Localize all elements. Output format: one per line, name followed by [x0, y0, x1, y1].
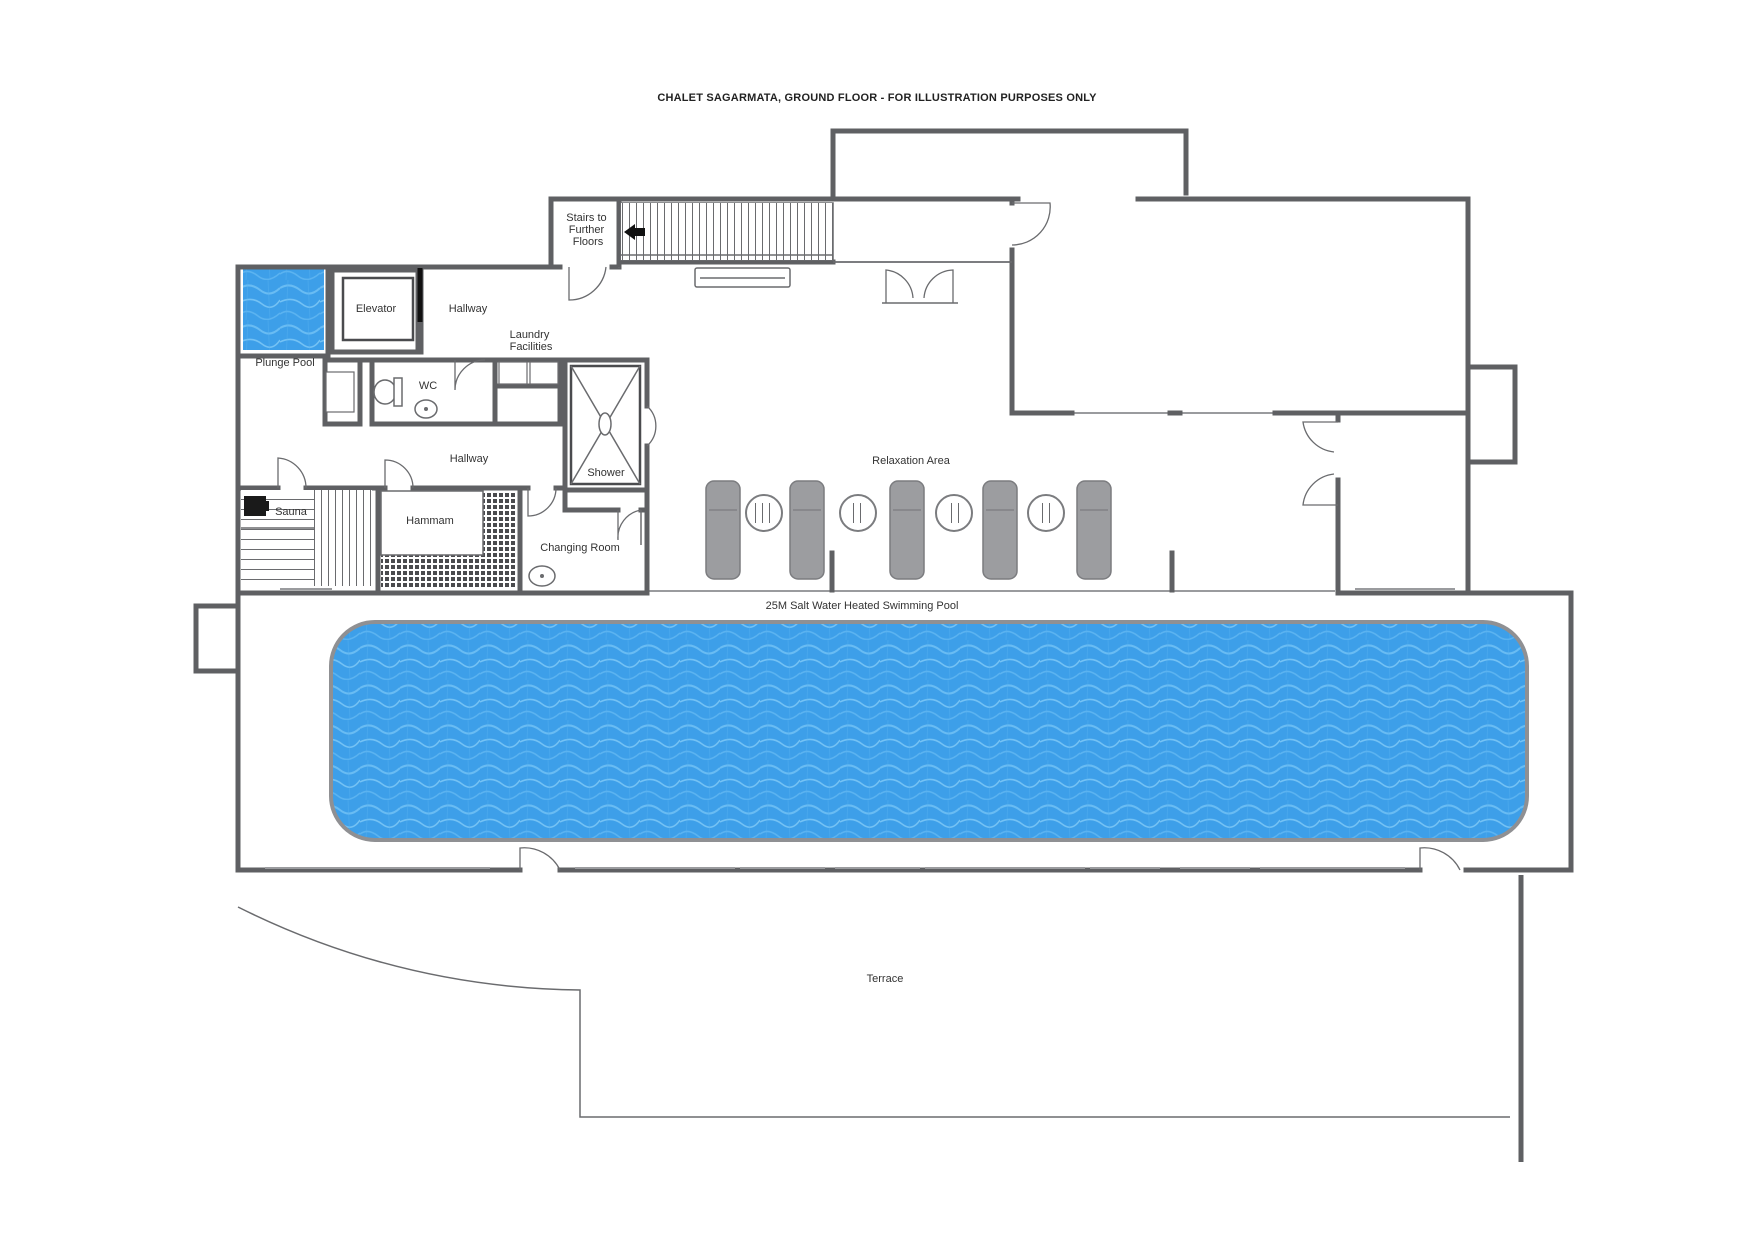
label-relaxation: Relaxation Area — [872, 455, 951, 467]
label-swimming-pool: 25M Salt Water Heated Swimming Pool — [766, 600, 959, 612]
elevator-car — [341, 276, 415, 342]
hammam-corridor-door — [384, 459, 414, 489]
label-hallway-lower: Hallway — [450, 453, 489, 465]
sun-lounger — [705, 480, 741, 580]
shower-room-door — [646, 405, 657, 447]
sun-lounger — [789, 480, 825, 580]
sauna-corridor-door — [277, 457, 307, 489]
laundry-machine — [529, 361, 559, 385]
label-terrace: Terrace — [867, 973, 904, 985]
pool-door-left — [519, 847, 561, 871]
double-door-upper — [885, 269, 954, 303]
wing-door — [1011, 202, 1051, 246]
label-changing: Changing Room — [540, 542, 620, 554]
pool-door-right — [1419, 847, 1461, 871]
changing-side-door — [617, 509, 642, 541]
label-hallway-upper: Hallway — [449, 303, 488, 315]
terrace-outline — [237, 875, 1524, 1162]
changing-door — [527, 487, 557, 517]
toilet-icon — [373, 379, 397, 405]
label-wc: WC — [419, 380, 437, 392]
shower-drain-icon — [598, 412, 612, 436]
sun-lounger — [1076, 480, 1112, 580]
hammam-tiles — [381, 555, 517, 587]
sauna-stove-icon — [244, 496, 266, 516]
laundry-machine — [498, 361, 528, 385]
sun-lounger — [982, 480, 1018, 580]
label-hammam: Hammam — [406, 515, 454, 527]
label-elevator: Elevator — [356, 303, 397, 315]
label-shower: Shower — [587, 467, 625, 479]
plan-title: CHALET SAGARMATA, GROUND FLOOR - FOR ILL… — [657, 92, 1097, 104]
side-tables — [745, 494, 1065, 532]
label-sauna: Sauna — [275, 506, 308, 518]
swimming-pool-water — [329, 620, 1529, 842]
plunge-pool-water — [243, 266, 324, 350]
stairs-arrow-icon — [624, 224, 645, 240]
label-stairs: Stairs to Further Floors — [566, 212, 609, 248]
stairs-door — [568, 266, 607, 301]
staircase — [620, 202, 834, 261]
label-plunge-pool: Plunge Pool — [255, 357, 314, 369]
bottom-windows — [265, 412, 1455, 869]
double-door-right — [1302, 421, 1338, 506]
sun-loungers — [705, 480, 1112, 580]
label-laundry: Laundry Facilities — [510, 329, 553, 353]
room-labels: Stairs to Further Floors Elevator Hallwa… — [255, 212, 958, 985]
sun-lounger — [889, 480, 925, 580]
wc-door — [454, 359, 486, 391]
